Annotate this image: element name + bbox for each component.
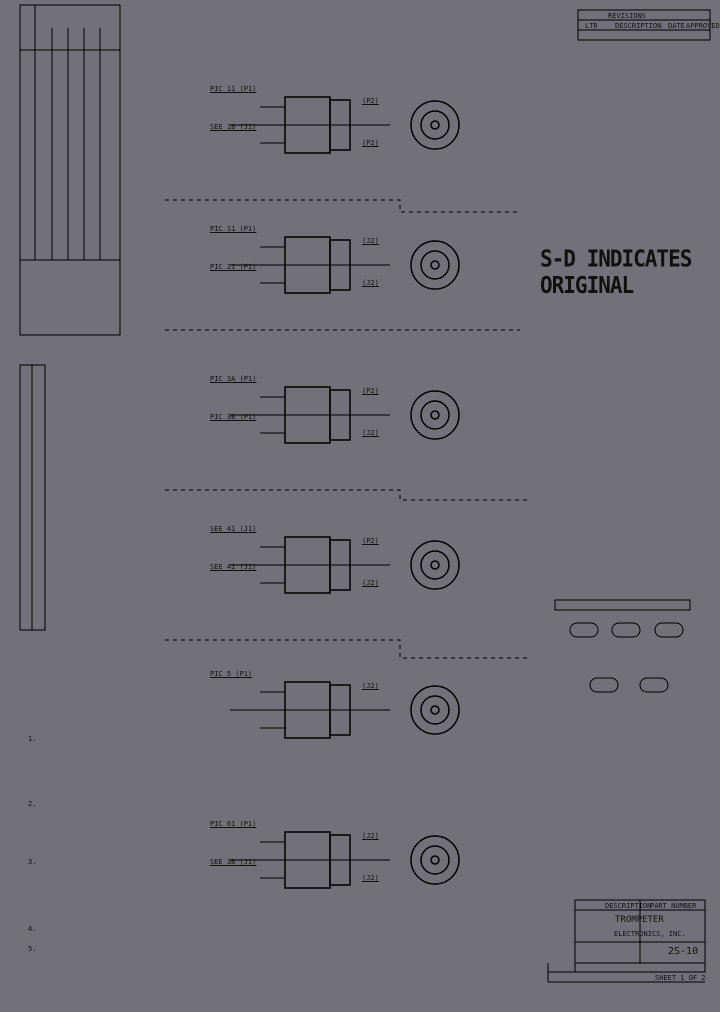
connector-end-bottom: (J2) [362,874,379,882]
connector-end-bottom: (J2) [362,579,379,587]
connector-front-view [410,835,460,885]
connector-end-bottom: (J2) [362,279,379,287]
section-dividers [165,199,530,659]
connector-label-bottom: SEE 41 (J1) [210,563,257,571]
drawing-number: 2S-10 [668,946,699,957]
connector-end-bottom: (P2) [362,139,379,147]
connector-front-inner [420,110,450,140]
connector-front-view [410,685,460,735]
rev-col-date: DATE [668,22,685,30]
left-table-top [19,4,121,336]
connector-end-top: (P2) [362,387,379,395]
connector-label-bottom: PIC 21 (P1) [210,263,257,271]
connector-front-view [410,100,460,150]
adapter-detail-icon [589,677,619,693]
tb-description: DESCRIPTION [605,902,652,910]
company-name-2: ELECTRONICS, INC. [614,930,686,938]
company-name: TROMPETER [615,915,664,925]
revision-block [577,9,711,41]
connector-label-bottom: SEE 1B (J1) [210,123,257,131]
adapter-detail-icon [654,622,684,638]
note-number: 1. [28,735,37,743]
connector-label-top: SEE 41 (J1) [210,525,257,533]
note-number: 3. [28,858,37,866]
connector-end-bottom: (J2) [362,429,379,437]
rev-col-ltr: LTR [585,22,598,30]
connector-end-top: (J2) [362,682,379,690]
note-number: 2. [28,800,37,808]
connector-front-view [410,240,460,290]
original-stamp: S-D INDICATES ORIGINAL [540,245,692,299]
connector-front-pin [430,410,440,420]
adapter-detail-icon [569,622,599,638]
connector-label-top: PIC 11 (P1) [210,225,257,233]
revisions-header: REVISIONS [608,12,646,20]
detail-header [554,599,691,611]
connector-label-top: PIC 5 (P1) [210,670,253,678]
adapter-detail-icon [639,677,669,693]
note-number: 4. [28,925,37,933]
connector-front-pin [430,260,440,270]
left-table-bottom [19,364,46,631]
connector-end-top: (J2) [362,237,379,245]
connector-front-inner [420,695,450,725]
connector-front-pin [430,855,440,865]
sheet-number: SHEET 1 OF 2 [655,974,706,982]
connector-front-pin [430,120,440,130]
adapter-detail-icon [611,622,641,638]
connector-front-inner [420,400,450,430]
connector-front-pin [430,560,440,570]
note-number: 5. [28,945,37,953]
connector-label-top: PIC 61 (P1) [210,820,257,828]
connector-end-top: (P2) [362,537,379,545]
title-block [547,899,706,983]
connector-front-view [410,390,460,440]
connector-label-bottom: SEE 3B (J1) [210,858,257,866]
connector-label-top: PIC 3A (P1) [210,375,257,383]
rev-col-description: DESCRIPTION [615,22,662,30]
connector-label-bottom: PIC 3B (P1) [210,413,257,421]
connector-front-inner [420,250,450,280]
connector-label-top: PIC 11 (P1) [210,85,257,93]
connector-front-inner [420,550,450,580]
connector-front-view [410,540,460,590]
connector-end-top: (P2) [362,97,379,105]
rev-col-approved: APPROVED [686,22,720,30]
connector-front-pin [430,705,440,715]
connector-end-top: (J2) [362,832,379,840]
connector-front-inner [420,845,450,875]
tb-part-number: PART NUMBER [650,902,697,910]
